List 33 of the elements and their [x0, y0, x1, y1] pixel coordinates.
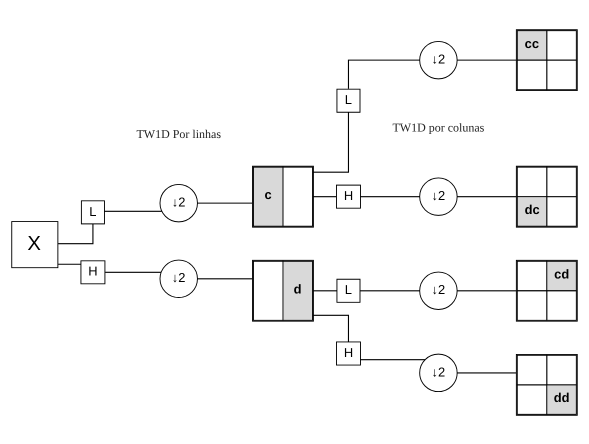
connector — [360, 358, 426, 360]
connector — [58, 263, 81, 264]
node-box: H — [80, 260, 106, 284]
connector — [104, 210, 162, 212]
node-box: H — [336, 184, 361, 208]
node-box: X — [11, 220, 58, 268]
label: TW1D Por linhas — [136, 126, 221, 140]
connector — [197, 278, 252, 279]
node-circle: ↓2 — [160, 259, 198, 298]
connector — [457, 59, 516, 60]
node-circle: ↓2 — [160, 183, 198, 222]
connector — [457, 372, 516, 373]
node-circle: ↓2 — [419, 271, 458, 310]
node-box: L — [80, 200, 105, 224]
node-box: L — [336, 278, 360, 302]
connector — [360, 290, 420, 291]
connector — [313, 112, 350, 172]
connector — [197, 202, 252, 204]
label: TW1D por colunas — [392, 120, 484, 134]
connector — [348, 59, 420, 88]
connector — [313, 196, 336, 197]
connector — [457, 290, 516, 291]
node-circle: ↓2 — [419, 40, 458, 79]
connector — [58, 224, 94, 244]
node-box: H — [336, 341, 361, 365]
connector — [360, 196, 420, 197]
node-box: L — [336, 88, 360, 112]
node-circle: ↓2 — [419, 176, 458, 216]
connector — [313, 290, 337, 291]
connector — [457, 196, 516, 197]
connector — [105, 271, 162, 272]
node-circle: ↓2 — [419, 353, 458, 392]
connector — [313, 314, 350, 342]
